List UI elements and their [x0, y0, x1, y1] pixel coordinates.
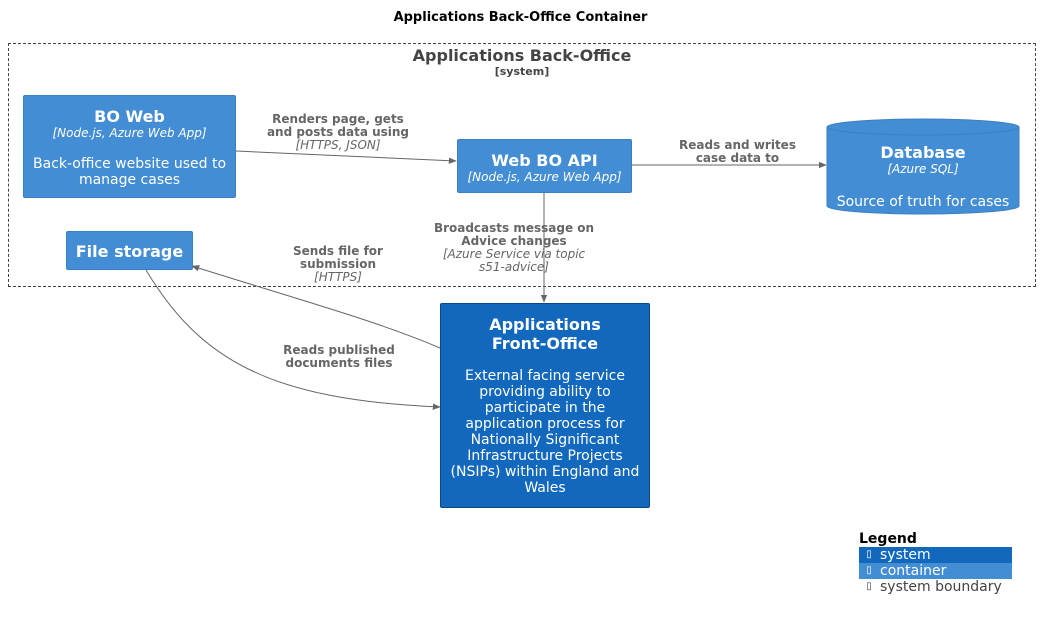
rel-api-to-db-label: Reads and writes case data to	[679, 138, 796, 165]
edge-storage-to-front	[145, 269, 441, 410]
web-bo-api-title: Web BO API	[491, 151, 598, 170]
web-bo-api-node: Web BO API [Node.js, Azure Web App]	[457, 139, 632, 193]
rel-web-to-api-label: Renders page, gets and posts data using	[266, 112, 410, 139]
legend-item-container: ▯ container	[859, 563, 1012, 579]
rel-web-to-api-tech: [HTTPS, JSON]	[295, 138, 381, 152]
system-boundary	[8, 43, 1036, 287]
boundary-type: [system]	[494, 65, 550, 78]
rel-storage-to-front: Reads published documents files	[278, 344, 400, 370]
rel-storage-to-front-label: Reads published documents files	[283, 343, 395, 370]
front-office-node: Applications Front-Office External facin…	[440, 303, 650, 508]
bo-web-tech: [Node.js, Azure Web App]	[52, 126, 207, 140]
legend-item-boundary-label: system boundary	[880, 579, 1002, 595]
rel-front-to-storage: Sends file for submission [HTTPS]	[283, 245, 393, 284]
rel-front-to-storage-label: Sends file for submission	[293, 244, 383, 271]
edge-web-to-api	[235, 150, 457, 164]
legend-item-container-label: container	[880, 563, 947, 579]
database-tech: [Azure SQL]	[887, 162, 959, 176]
rel-api-to-front-tech: [Azure Service via topic s51-advice]	[442, 247, 586, 274]
legend: Legend ▯ system ▯ container ▯ system bou…	[859, 531, 1012, 595]
bo-web-title: BO Web	[94, 107, 165, 126]
front-office-title: Applications Front-Office	[489, 315, 601, 353]
database-node: Database [Azure SQL] Source of truth for…	[826, 118, 1020, 216]
front-office-desc: External facing service providing abilit…	[450, 368, 640, 496]
rel-api-to-front: Broadcasts message on Advice changes [Az…	[430, 222, 598, 274]
edge-front-to-storage	[191, 265, 441, 349]
container-swatch-icon: ▯	[866, 565, 872, 576]
web-bo-api-tech: [Node.js, Azure Web App]	[467, 170, 622, 184]
bo-web-desc: Back-office website used to manage cases	[32, 156, 227, 188]
legend-title: Legend	[859, 531, 917, 547]
rel-web-to-api: Renders page, gets and posts data using …	[258, 113, 418, 152]
diagram-title: Applications Back-Office Container	[393, 10, 648, 25]
rel-front-to-storage-tech: [HTTPS]	[314, 270, 362, 284]
file-storage-node: File storage	[66, 231, 193, 270]
database-desc: Source of truth for cases	[836, 194, 1010, 210]
database-title: Database	[880, 143, 966, 162]
bo-web-node: BO Web [Node.js, Azure Web App] Back-off…	[23, 95, 236, 198]
file-storage-title: File storage	[75, 242, 184, 261]
legend-item-system: ▯ system	[859, 547, 1012, 563]
system-swatch-icon: ▯	[866, 549, 872, 560]
legend-item-boundary: ▯ system boundary	[859, 579, 1012, 595]
rel-api-to-db: Reads and writes case data to	[670, 139, 805, 165]
boundary-title: Applications Back-Office	[412, 46, 632, 65]
legend-item-system-label: system	[880, 547, 931, 563]
boundary-swatch-icon: ▯	[866, 581, 872, 592]
database-cylinder	[826, 118, 1020, 215]
rel-api-to-front-label: Broadcasts message on Advice changes	[433, 221, 595, 248]
